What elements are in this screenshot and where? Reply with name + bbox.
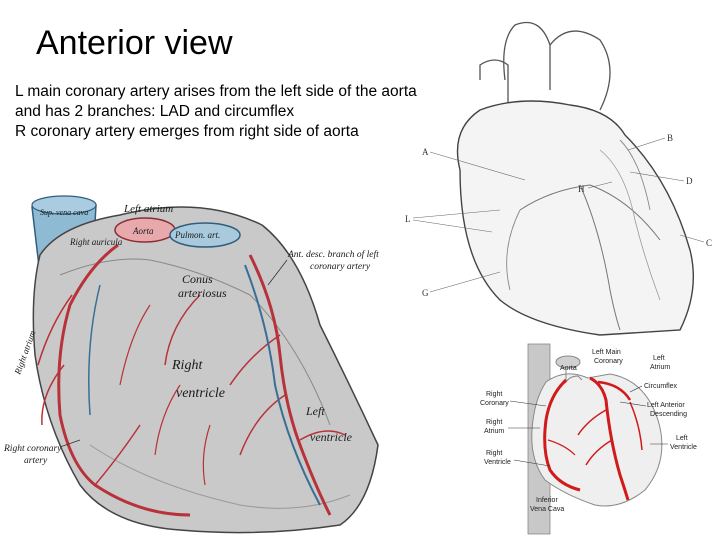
heart-line-sketch: A B D H L C G [405, 21, 712, 336]
schematic-label-lad-1: Left Anterior [647, 402, 685, 409]
schematic-label-right-ventricle-2: Ventricle [484, 459, 511, 466]
label-left-atrium: Left atrium [123, 203, 173, 215]
schematic-label-right-atrium-1: Right [486, 419, 502, 426]
label-aorta: Aorta [132, 226, 154, 236]
schematic-label-left-atrium-2: Atrium [650, 364, 670, 371]
right-coronary-artery [57, 243, 191, 517]
schematic-label-rca-2: Coronary [480, 400, 509, 407]
label-lad-2: coronary artery [310, 262, 371, 272]
bullet-line: L main coronary artery arises from the l… [15, 83, 417, 100]
schematic-label-left-main-1: Left Main [592, 349, 621, 356]
heart-body [32, 206, 379, 534]
schematic-label-lad-2: Descending [650, 411, 687, 418]
sketch-letter-d: D [686, 176, 693, 186]
sketch-letter-h: H [578, 184, 585, 194]
label-superior-vena-cava: Sup. vena cava [40, 208, 88, 217]
schematic-label-right-atrium-2: Atrium [484, 428, 504, 435]
schematic-label-circumflex: Circumflex [644, 383, 678, 390]
sketch-letter-g: G [422, 288, 429, 298]
bullet-line: and has 2 branches: LAD and circumflex [15, 103, 295, 120]
schematic-label-right-ventricle-1: Right [486, 450, 502, 457]
bullet-line: R coronary artery emerges from right sid… [15, 123, 359, 140]
sketch-letter-b: B [667, 133, 673, 143]
sketch-letter-a: A [422, 147, 429, 157]
label-conus-1: Conus [182, 272, 213, 286]
sketch-letter-c: C [706, 238, 712, 248]
label-lad-1: Ant. desc. branch of left [287, 249, 379, 260]
schematic-label-left-ventricle-1: Left [676, 435, 688, 442]
label-pulmonary-artery: Pulmon. art. [174, 230, 220, 240]
sketch-heart-outline [456, 100, 694, 336]
schematic-lad [589, 376, 630, 501]
schematic-label-left-main-2: Coronary [594, 358, 623, 365]
label-right-atrium: Right atrium [12, 329, 38, 377]
schematic-heart [531, 373, 663, 507]
schematic-label-left-atrium-1: Left [653, 355, 665, 362]
schematic-circumflex [597, 380, 632, 401]
label-left-ventricle-1: Left [305, 404, 325, 418]
label-rca-1: Right coronary [3, 444, 62, 454]
coronary-schematic: Aorta Left Main Coronary Left Atrium Cir… [480, 343, 697, 535]
schematic-label-rca-1: Right [486, 391, 502, 398]
heart-anterior-illustration: Left atrium Aorta Pulmon. art. Sup. vena… [3, 195, 379, 534]
label-conus-2: arteriosus [178, 286, 227, 300]
bullet-list: L main coronary artery arises from the l… [15, 82, 417, 142]
label-left-ventricle-2: ventricle [310, 430, 353, 444]
label-right-ventricle-2: ventricle [176, 386, 225, 401]
schematic-label-left-ventricle-2: Ventricle [670, 444, 697, 451]
schematic-label-aorta: Aorta [560, 365, 577, 372]
slide-title: Anterior view [36, 24, 233, 62]
schematic-label-ivc-2: Vena Cava [530, 506, 564, 513]
schematic-label-ivc-1: Inferior [536, 497, 558, 504]
schematic-rca [543, 378, 581, 492]
sketch-letter-l: L [405, 214, 411, 224]
anterior-descending-artery [248, 254, 332, 516]
label-rca-2: artery [24, 456, 48, 466]
label-right-ventricle-1: Right [171, 358, 203, 373]
label-right-auricula: Right auricula [69, 237, 123, 247]
